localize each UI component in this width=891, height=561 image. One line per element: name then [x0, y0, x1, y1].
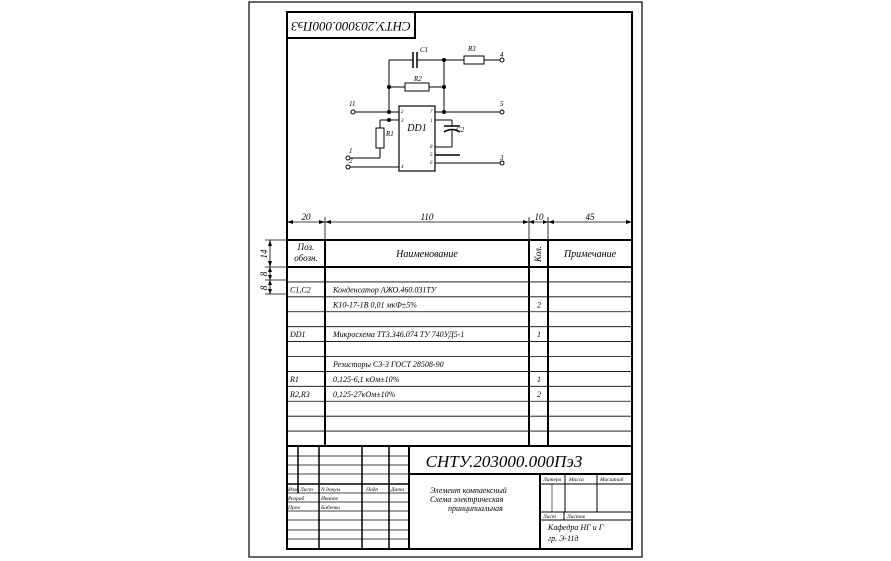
chip-pin-1: 1 — [430, 119, 433, 124]
r3-label: R3 — [467, 45, 476, 53]
label-ndok: N докум — [320, 486, 340, 493]
table-row: Резисторы С3-3 ГОСТ 28508-90 — [332, 360, 444, 369]
org-line1: Кафедра НГ и Г — [547, 523, 604, 532]
table-row: C1,C2 Конденсатор АЖО.460.031ТУ — [290, 285, 438, 294]
row-name: Микросхема ТТ3.346.074 ТУ 740УД5-1 — [332, 330, 464, 339]
pin-1-label: 1 — [349, 147, 353, 155]
junctions — [387, 58, 446, 122]
row-pos: DD1 — [289, 330, 306, 339]
label-podp: Подп — [365, 486, 378, 493]
c1-label: C1 — [420, 46, 428, 54]
table-row: R2,R3 0,125-27кОм±10% 2 — [289, 390, 541, 399]
row-qty: 1 — [537, 330, 541, 339]
row-pos: R2,R3 — [289, 390, 310, 399]
label-massa: Масса — [568, 477, 584, 483]
header-qty: Кол. — [533, 246, 543, 263]
dim-110: 110 — [421, 212, 434, 222]
razrab-name: Иванов — [320, 496, 339, 502]
label-data: Дата — [390, 487, 404, 493]
top-stamp-code: СНТУ.203000.000Пэ3 — [291, 19, 411, 34]
chip-pin-8: 8 — [430, 145, 433, 150]
chip-pin-3: 3 — [401, 119, 404, 124]
terminals — [345, 57, 505, 170]
org-line2: гр. Э-11д — [548, 534, 578, 543]
schematic — [350, 52, 500, 172]
prov-name: Бабенко — [320, 504, 340, 511]
pin-2-label: 2 — [349, 157, 353, 165]
pin-4-label: 4 — [500, 51, 504, 59]
table-row: R1 0,125-6,1 кОм±10% 1 — [289, 375, 541, 384]
inner-frame — [286, 11, 633, 550]
dim-8b: 8 — [259, 285, 269, 290]
outer-frame — [248, 1, 643, 558]
description-line3: принципиальная — [448, 504, 503, 513]
header-pos-line1: Поз. — [297, 242, 315, 252]
dim-14: 14 — [259, 249, 269, 259]
dim-10: 10 — [535, 212, 545, 222]
title-code: СНТУ.203000.000Пэ3 — [426, 452, 583, 471]
row-pos: R1 — [289, 375, 299, 384]
dd1-label: DD1 — [406, 123, 426, 134]
chip-pin-2: 2 — [401, 110, 404, 115]
top-stamp-box — [286, 11, 416, 39]
row-name: 0,125-27кОм±10% — [333, 390, 396, 399]
r2-label: R2 — [413, 75, 422, 83]
dim-8a: 8 — [259, 271, 269, 276]
c2-label: C2 — [456, 126, 465, 134]
row-pos: C1,C2 — [290, 285, 311, 294]
label-sheet: Лист — [542, 514, 556, 520]
label-litera: Литера — [542, 477, 562, 483]
row-qty: 2 — [537, 300, 541, 309]
table-row: К10-17-1В 0,01 мкФ±5% 2 — [332, 300, 541, 309]
header-pos-line2: обозн. — [294, 253, 317, 263]
table-row: DD1 Микросхема ТТ3.346.074 ТУ 740УД5-1 1 — [289, 330, 541, 339]
row-qty: 1 — [537, 375, 541, 384]
r1-label: R1 — [385, 130, 394, 138]
description-line2: Схема электрическая — [430, 495, 504, 504]
pin-5-label: 5 — [500, 100, 504, 108]
dd1-chip — [398, 105, 436, 172]
description-line1: Элемент компаексный — [430, 486, 507, 495]
label-list: Лист — [299, 487, 313, 493]
row-qty: 2 — [537, 390, 541, 399]
label-prov: Пров — [287, 505, 300, 511]
label-sheets: Листов — [566, 514, 586, 520]
row-name: Конденсатор АЖО.460.031ТУ — [332, 285, 438, 294]
dim-20: 20 — [302, 212, 312, 222]
row-name: К10-17-1В 0,01 мкФ±5% — [332, 300, 417, 309]
header-name: Наименование — [395, 249, 458, 260]
pin-11-label: 11 — [349, 100, 355, 108]
header-note: Примечание — [563, 249, 617, 260]
pin-3-label: 3 — [499, 154, 504, 162]
dim-45: 45 — [586, 212, 596, 222]
chip-pin-4: 4 — [401, 165, 404, 170]
label-razrab: Разраб — [287, 495, 305, 502]
chip-pin-6: 6 — [430, 161, 433, 166]
spec-table: C1,C2 Конденсатор АЖО.460.031ТУ К10-17-1В … — [287, 239, 632, 447]
row-name: Резисторы С3-3 ГОСТ 28508-90 — [332, 360, 444, 369]
chip-pin-7: 7 — [430, 110, 433, 115]
dimension-arrows — [268, 220, 632, 294]
label-masshtab: Масштаб — [599, 476, 624, 483]
chip-pin-5: 5 — [430, 153, 433, 158]
label-izm: Изм — [287, 487, 298, 493]
row-name: 0,125-6,1 кОм±10% — [333, 375, 400, 384]
title-block — [286, 446, 632, 549]
